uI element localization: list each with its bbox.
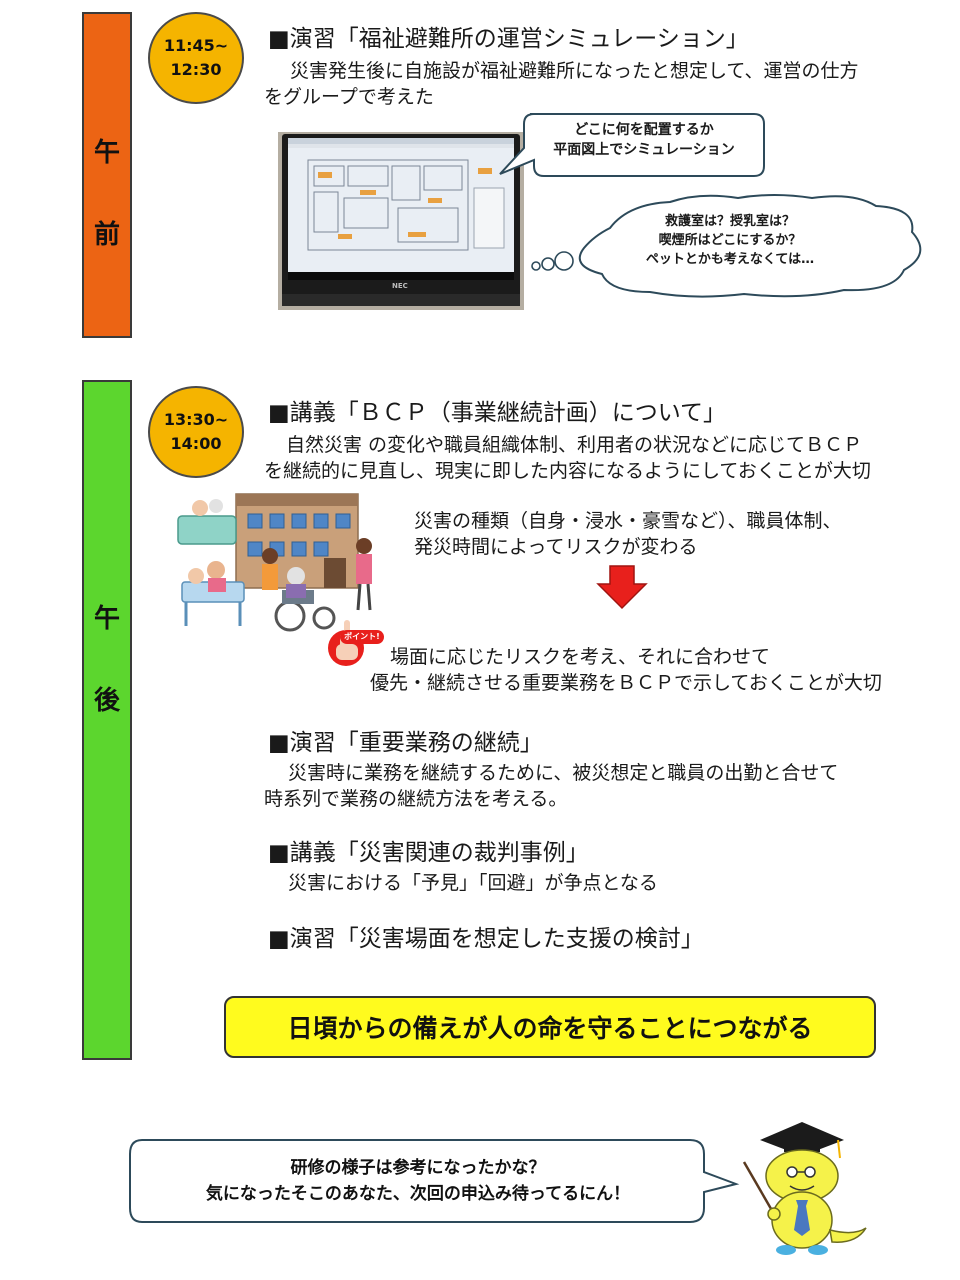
thought-line-2: 喫煙所はどこにするか？: [658, 233, 802, 248]
thought-cloud: [531, 194, 922, 298]
down-arrow-icon: [596, 565, 648, 610]
speech-bubble-text: どこに何を配置するか 平面図上でシミュレーション: [534, 120, 754, 160]
afternoon-time-end: 14:00: [170, 434, 222, 453]
morning-label-1: 午: [93, 138, 120, 168]
morning-time-badge: 11:45~ 12:30: [148, 12, 244, 104]
closing-speech-bubble: 研修の様子は参考になったかな？ 気になったそこのあなた、次回の申込み待ってるにん…: [128, 1138, 740, 1224]
afternoon-label-1: 午: [93, 604, 120, 634]
laptop-photo: NEC: [278, 132, 524, 310]
summary-text: 日頃からの備えが人の命を守ることにつながる: [287, 1014, 813, 1043]
closing-line-1: 研修の様子は参考になったかな？: [290, 1158, 546, 1178]
morning-heading: ■演習「福祉避難所の運営シミュレーション」: [268, 26, 749, 52]
afternoon-label-2: 後: [93, 686, 120, 716]
thought-line-1: 救護室は？授乳室は？: [664, 214, 795, 229]
morning-time-end: 12:30: [170, 60, 222, 79]
continuity-desc-1: 災害時に業務を継続するために、被災想定と職員の出勤と合せて: [288, 762, 839, 784]
court-heading: ■講義「災害関連の裁判事例」: [268, 840, 589, 866]
morning-bar: 午 前: [82, 12, 132, 338]
closing-line-2: 気になったそこのあなた、次回の申込み待ってるにん！: [205, 1184, 631, 1204]
point-text-1: 場面に応じたリスクを考え、それに合わせて: [390, 646, 771, 668]
continuity-desc-2: 時系列で業務の継続方法を考える。: [264, 788, 568, 810]
risk-text-1: 災害の種類（自身・浸水・豪雪など）、職員体制、: [414, 510, 842, 532]
continuity-heading: ■演習「重要業務の継続」: [268, 730, 543, 756]
bcp-desc-1: 自然災害 の変化や職員組織体制、利用者の状況などに応じてＢＣＰ: [286, 434, 863, 456]
speech-bubble: [499, 113, 765, 177]
afternoon-time-start: 13:30~: [163, 410, 229, 429]
point-badge: ポイント!: [340, 630, 384, 644]
afternoon-bar: 午 後: [82, 380, 132, 1060]
thought-line-3: ペットとかも考えなくては…: [645, 252, 815, 267]
bcp-heading: ■講義「ＢＣＰ（事業継続計画）について」: [268, 400, 727, 426]
speech-line-1: どこに何を配置するか: [574, 122, 714, 138]
risk-text-2: 発災時間によってリスクが変わる: [414, 536, 698, 558]
care-facility-illustration: [177, 493, 372, 632]
bcp-desc-2: を継続的に見直し、現実に即した内容になるようにしておくことが大切: [264, 460, 871, 482]
morning-label-2: 前: [93, 220, 120, 250]
court-desc-1: 災害における「予見」「回避」が争点となる: [288, 872, 658, 894]
afternoon-time-badge: 13:30~ 14:00: [148, 386, 244, 478]
morning-desc-1: 災害発生後に自施設が福祉避難所になったと想定して、運営の仕方: [290, 60, 859, 82]
mascot-icon: [742, 1122, 867, 1255]
summary-box: 日頃からの備えが人の命を守ることにつながる: [224, 996, 876, 1058]
thought-cloud-text: 救護室は？授乳室は？ 喫煙所はどこにするか？ ペットとかも考えなくては…: [600, 212, 860, 269]
morning-desc-2: をグループで考えた: [264, 86, 434, 108]
support-heading: ■演習「災害場面を想定した支援の検討」: [268, 926, 704, 952]
speech-line-2: 平面図上でシミュレーション: [553, 142, 735, 158]
laptop-brand: NEC: [392, 282, 408, 290]
point-text-2: 優先・継続させる重要業務をＢＣＰで示しておくことが大切: [370, 672, 882, 694]
morning-time-start: 11:45~: [163, 36, 229, 55]
